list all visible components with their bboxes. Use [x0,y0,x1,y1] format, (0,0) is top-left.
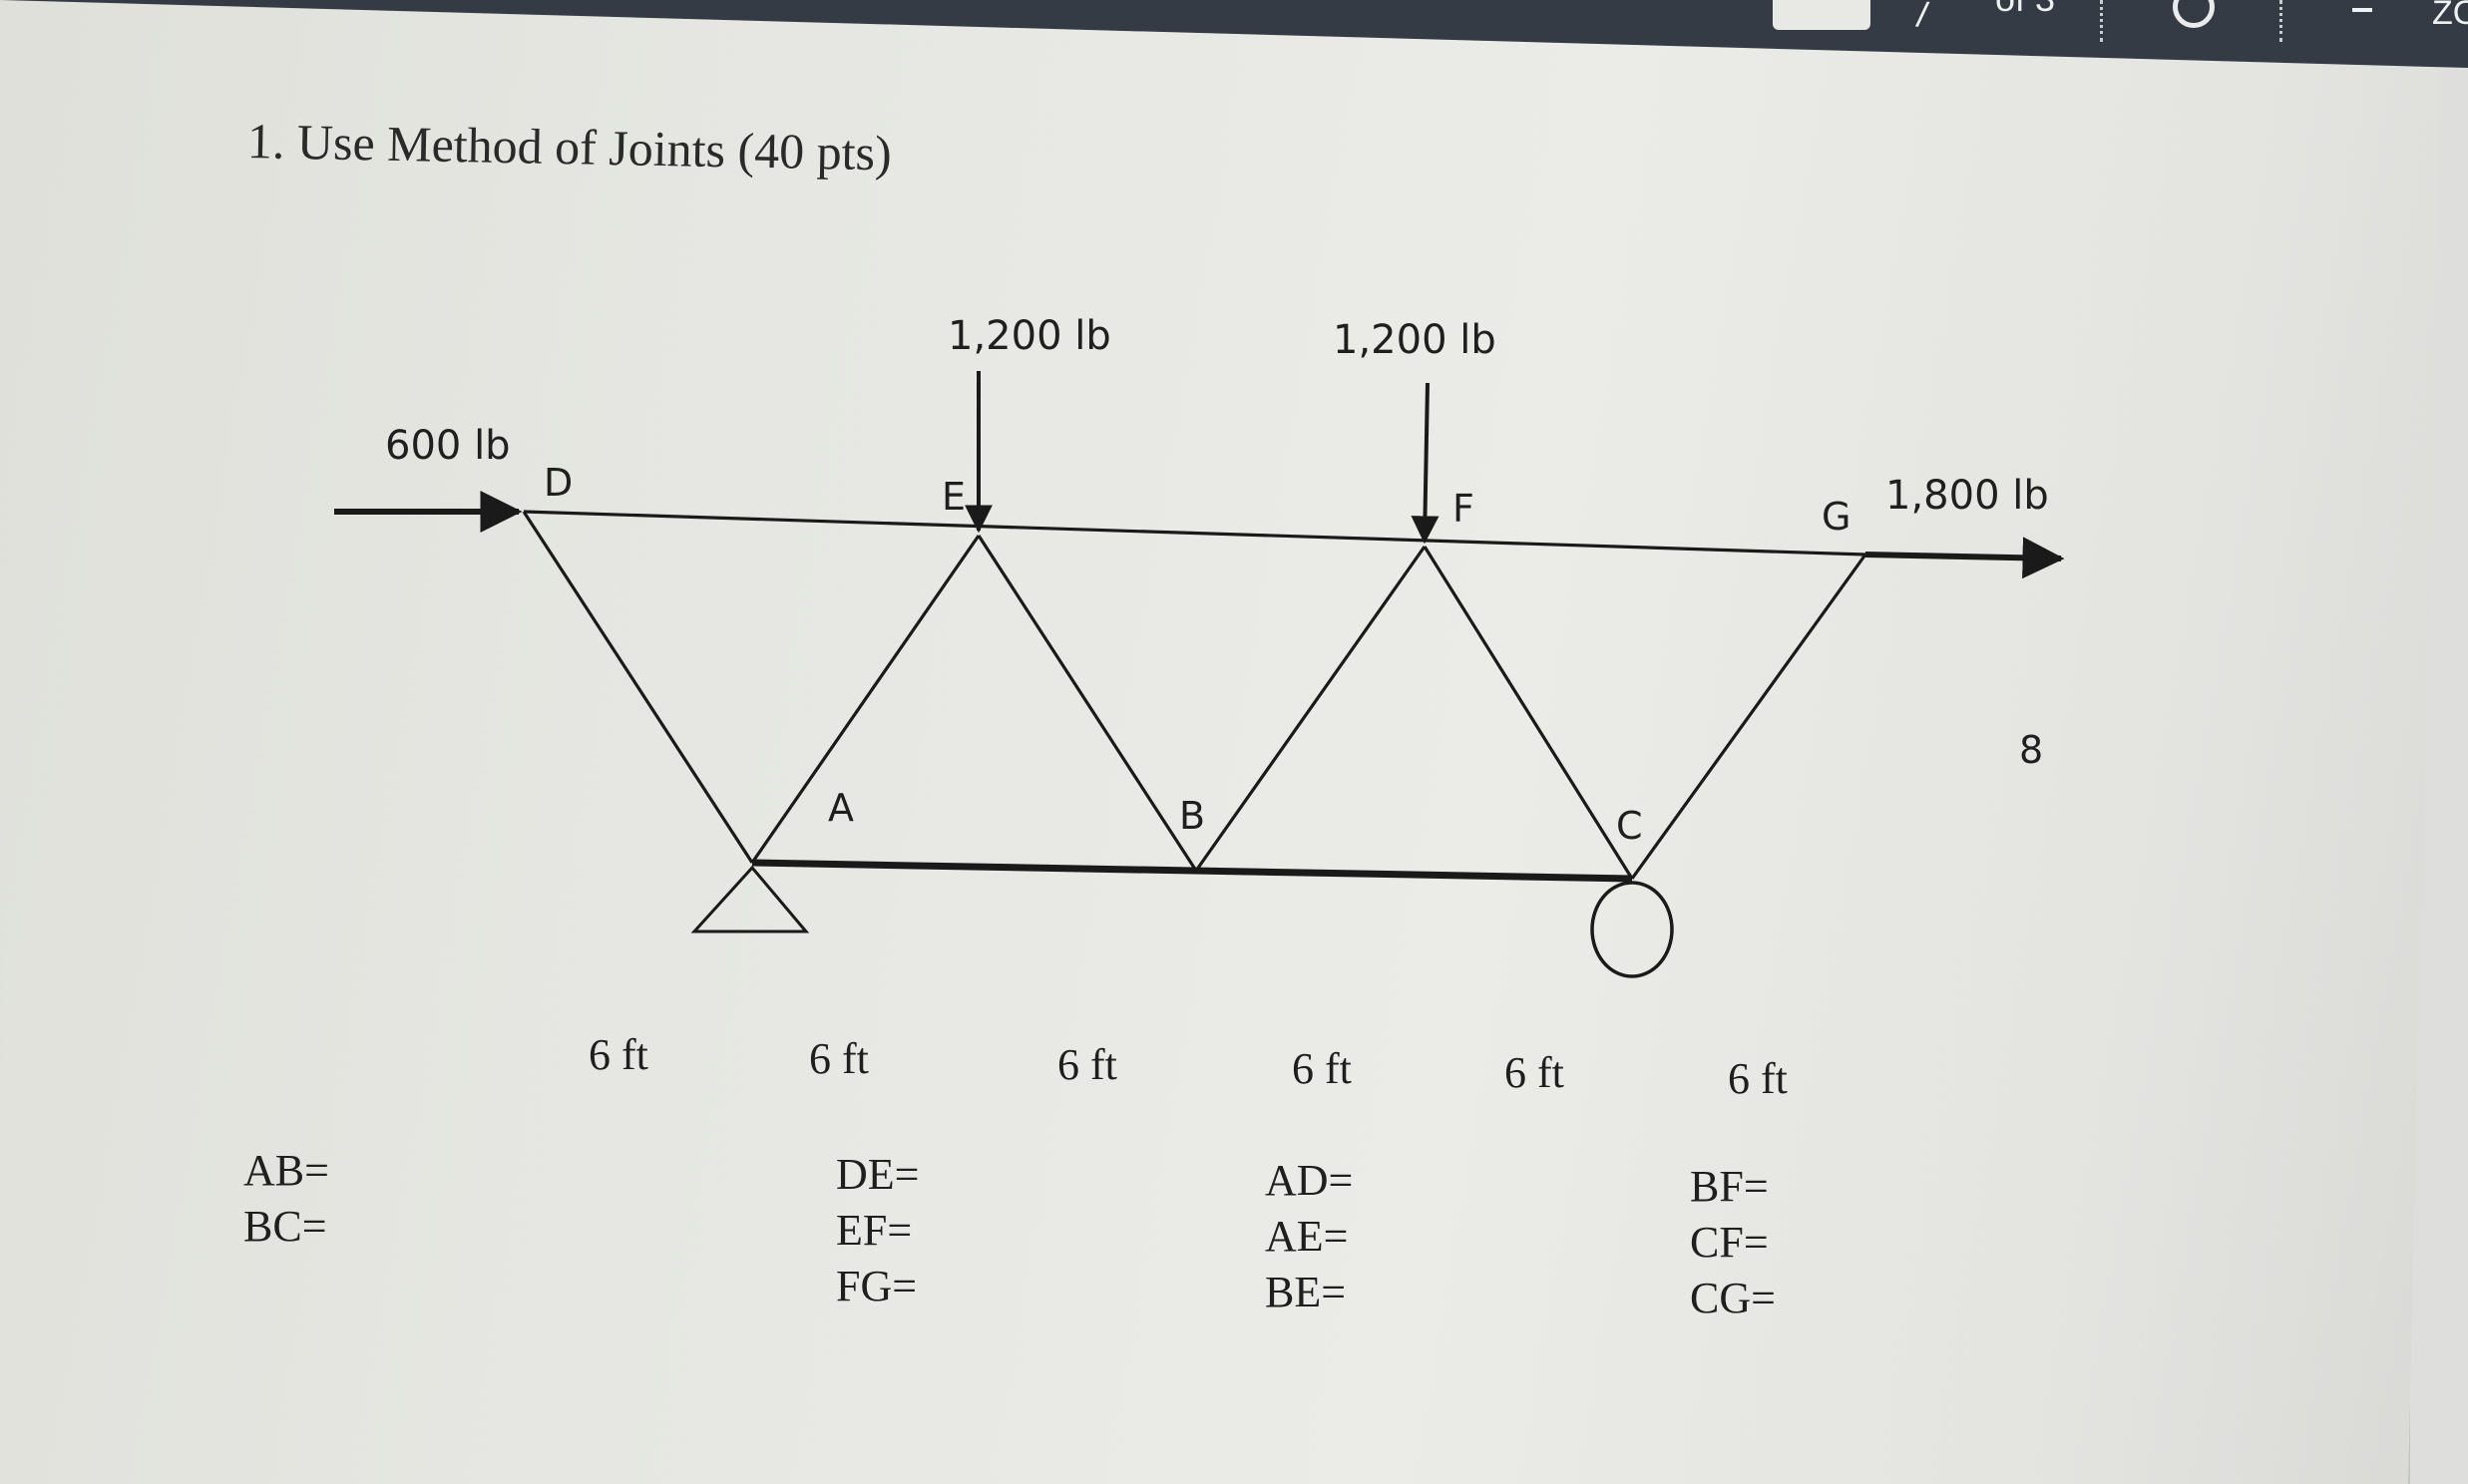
toolbar-divider [2279,0,2282,42]
load-label-E: 1,200 lb [948,313,1111,359]
toolbar-divider [2100,0,2103,42]
page-number-input[interactable] [1773,0,1870,30]
dimension-label: 6 ft [1292,1044,1352,1093]
zoom-out-icon[interactable] [2352,8,2372,12]
member-AD [522,511,754,864]
answer-BE: BE= [1265,1268,1347,1316]
dimension-label: 6 ft [809,1034,869,1083]
answer-column-2: DE= EF= FG= [836,1147,919,1314]
height-label: 8 [2019,728,2044,772]
member-BF [1194,546,1427,872]
pin-support-icon [690,865,810,933]
dimension-label: 6 ft [1057,1040,1117,1089]
rotate-icon[interactable] [2173,0,2215,28]
node-label-A: A [828,786,854,830]
answer-CG: CG= [1690,1274,1776,1322]
bottom-chord-AC [751,859,1633,883]
load-label-D: 600 lb [385,423,511,469]
answer-DE: DE= [836,1150,920,1199]
node-label-D: D [544,461,574,505]
page-count-text: of 3 [1995,0,2055,20]
answer-BF: BF= [1690,1162,1769,1211]
load-arrow-F [1411,382,1440,545]
load-arrow-G [1864,537,2065,579]
roller-support-icon [1590,881,1674,978]
answer-CF: CF= [1690,1218,1769,1267]
answer-AE: AE= [1265,1212,1349,1261]
top-chord-DG [523,510,1866,556]
node-label-B: B [1179,794,1206,838]
member-CF [1423,546,1634,880]
member-CG [1630,554,1867,880]
load-label-G: 1,800 lb [1885,473,2049,519]
node-label-F: F [1452,487,1474,531]
answer-column-4: BF= CF= CG= [1690,1159,1776,1326]
node-label-G: G [1822,495,1851,539]
answer-BC: BC= [243,1202,327,1251]
answer-column-3: AD= AE= BE= [1265,1153,1353,1320]
dimension-label: 6 ft [1728,1054,1788,1103]
load-label-F: 1,200 lb [1333,317,1496,363]
answer-EF: EF= [836,1206,913,1255]
answer-AD: AD= [1265,1156,1354,1205]
member-AE [750,535,981,864]
dimension-label: 6 ft [1504,1048,1564,1097]
answer-FG: FG= [836,1262,918,1310]
zoom-label[interactable]: ZO [2432,0,2468,32]
answer-AB: AB= [243,1146,329,1195]
node-label-C: C [1616,804,1643,848]
member-BE [977,535,1198,872]
answer-column-1: AB= BC= [243,1143,329,1255]
node-label-E: E [942,475,967,519]
dimension-label: 6 ft [589,1030,648,1079]
